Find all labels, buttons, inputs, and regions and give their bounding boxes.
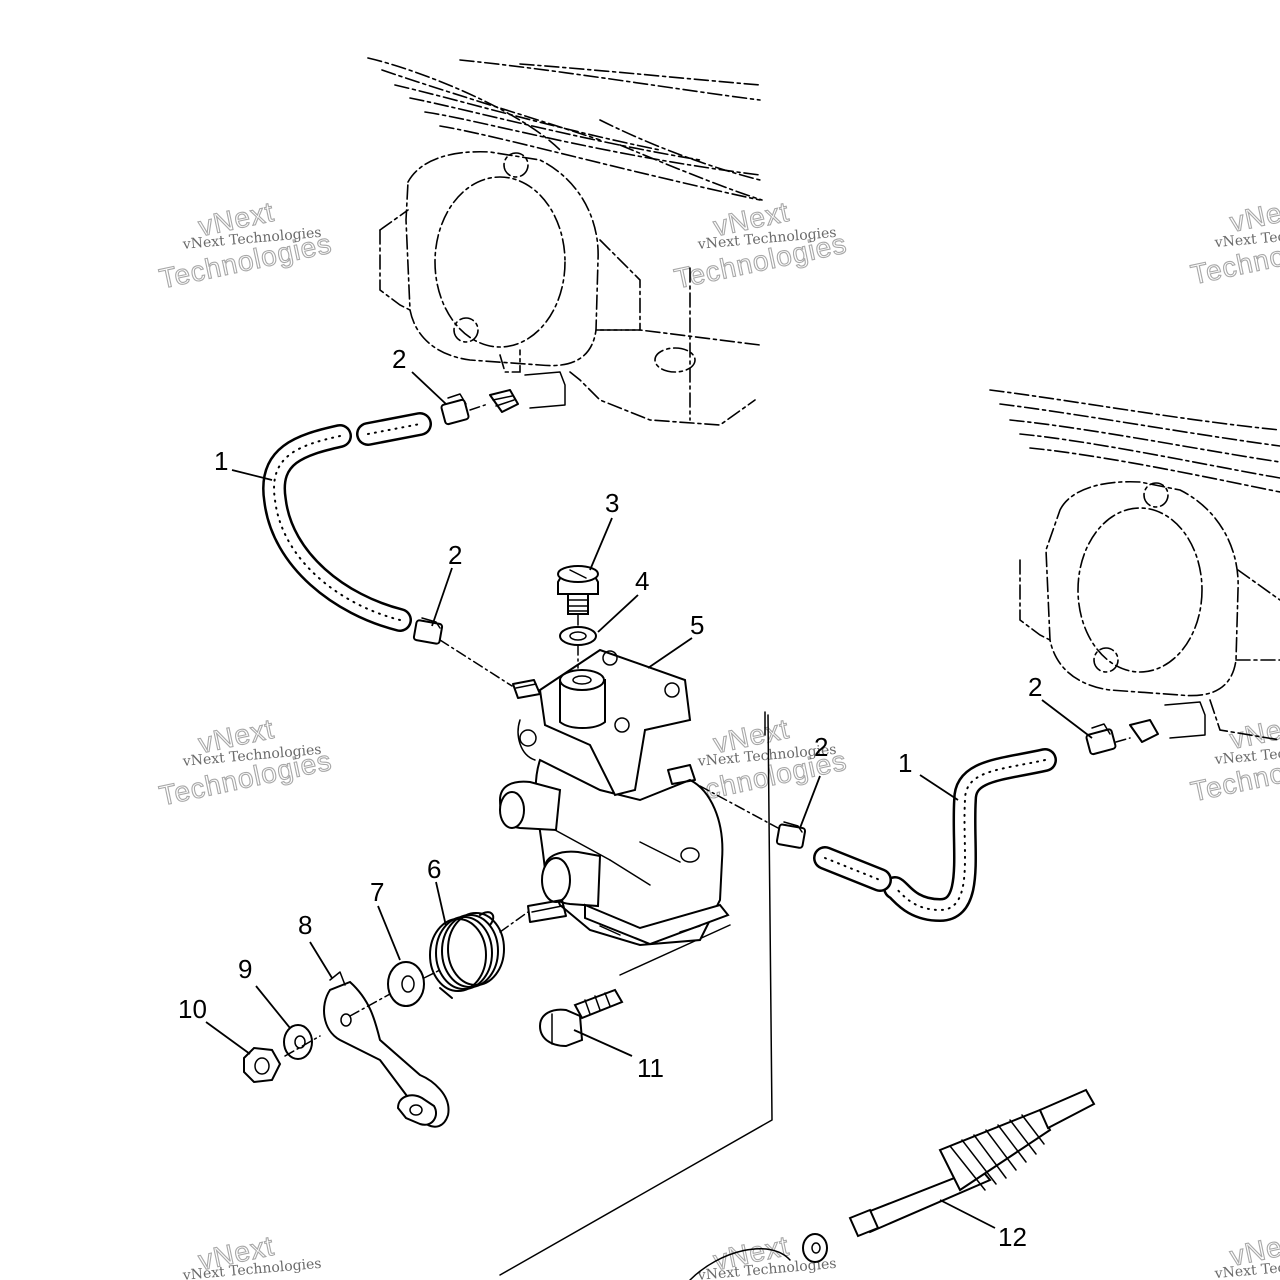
assembly-line	[439, 403, 779, 829]
clamp-right-mid	[775, 821, 807, 849]
callout-4: 4	[635, 566, 649, 596]
bolt-11	[538, 988, 624, 1048]
callout-labels: 1 2 2 3 4 5 2 1 2 6 7 8 9 10 11 12	[178, 344, 1042, 1252]
callout-11: 11	[637, 1053, 664, 1083]
nut-10	[243, 1046, 282, 1084]
watermark-mid-right: vNext Technologies vNext Technologies	[1188, 708, 1280, 808]
washer-4	[559, 626, 597, 646]
clamp-top	[440, 393, 470, 426]
upper-cylinder-phantom	[367, 57, 763, 426]
hose-right	[813, 748, 1057, 922]
oil-pump-assembly	[498, 648, 730, 947]
watermark-top-right: vNext Technologies vNext Technologies	[1188, 191, 1280, 291]
bolt-3	[557, 565, 599, 615]
watermark-mid-left: vNext Technologies vNext Technologies	[156, 712, 335, 812]
reference-line	[499, 714, 773, 1276]
callout-7: 7	[370, 877, 384, 907]
callout-3: 3	[605, 488, 619, 518]
clamp-mid	[412, 617, 444, 645]
right-cylinder-phantom	[989, 389, 1280, 743]
callout-1-upper: 1	[214, 446, 228, 476]
callout-12: 12	[998, 1222, 1027, 1252]
callout-6: 6	[427, 854, 441, 884]
callout-5: 5	[690, 610, 704, 640]
washer-9	[283, 1024, 313, 1060]
callout-1-right: 1	[898, 748, 912, 778]
watermark-top-left: vNext Technologies vNext Technologies	[156, 195, 335, 295]
assembly-line	[1115, 737, 1131, 743]
watermark-top-center: vNext Technologies vNext Technologies	[671, 195, 850, 295]
washer-7	[387, 961, 425, 1007]
watermark-bottom-left: vNext vNext Technologies	[181, 1229, 322, 1280]
reference-line	[619, 924, 731, 976]
clamp-right-top	[1085, 723, 1117, 756]
callout-2-mid: 2	[448, 540, 462, 570]
lever-8	[323, 971, 450, 1128]
callout-9: 9	[238, 954, 252, 984]
hose-upper	[262, 412, 432, 632]
callout-8: 8	[298, 910, 312, 940]
watermark-bottom-right: vNext vNext Technologies	[1213, 1225, 1280, 1280]
callout-2-right: 2	[1028, 672, 1042, 702]
callout-10: 10	[178, 994, 207, 1024]
spring-6	[429, 911, 505, 999]
leader-lines	[205, 371, 1093, 1229]
assembly-line	[284, 911, 529, 1057]
shaft-12	[689, 1088, 1096, 1280]
callout-2-top: 2	[392, 344, 406, 374]
callout-2-center: 2	[814, 732, 828, 762]
